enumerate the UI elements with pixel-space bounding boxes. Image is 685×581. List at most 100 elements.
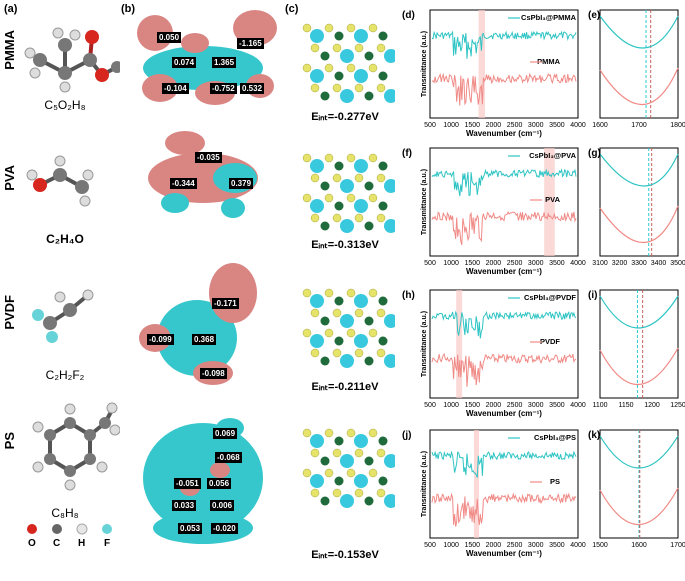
formula-pva: C₂H₄O — [46, 232, 84, 246]
iodine-atom — [368, 428, 378, 438]
x-tick-label: 2000 — [486, 122, 502, 129]
eint-ps: Eᵢₙₜ=-0.153eV — [311, 549, 379, 561]
x-tick-label: 1250 — [670, 402, 685, 409]
x-tick-label: 500 — [424, 122, 436, 129]
charge-label: 0.074 — [172, 57, 197, 68]
x-axis-label: Wavenumber (cm⁻¹) — [466, 129, 542, 138]
x-tick-label: 1500 — [464, 542, 480, 549]
legend-composite: CsPbI₃@PVA — [529, 151, 576, 160]
iodine-atom — [346, 63, 356, 73]
iodine-atom — [376, 488, 386, 498]
charge-label: 0.006 — [210, 500, 235, 511]
lead-atom — [334, 476, 344, 486]
iodine-atom — [332, 448, 342, 458]
molecule-structures — [24, 27, 120, 491]
highlight-band — [544, 148, 555, 256]
iodine-atom — [302, 468, 312, 478]
x-tick-label: 3000 — [528, 122, 544, 129]
y-axis-label: Transmittance (a.u.) — [421, 451, 428, 517]
cesium-atom — [354, 334, 368, 348]
x-tick-label: 1700 — [670, 542, 685, 549]
row-label-ps: PS — [2, 432, 17, 450]
charge-label: -0.098 — [200, 368, 227, 379]
lead-atom — [334, 31, 344, 41]
charge-label: 0.033 — [172, 500, 197, 511]
iodine-atom — [376, 43, 386, 53]
x-axis-label: Wavenumber (cm⁻¹) — [466, 549, 542, 558]
x-tick-label: 1200 — [644, 402, 660, 409]
spectrum-line — [431, 30, 577, 59]
lead-atom — [364, 496, 374, 506]
cesium-atom — [384, 49, 395, 63]
eint-pva: Eᵢₙₜ=-0.313eV — [311, 239, 379, 251]
lead-atom — [378, 161, 388, 171]
pvdf-molecule — [32, 289, 94, 343]
iodine-atom — [368, 193, 378, 203]
lead-atom — [364, 221, 374, 231]
iodine-atom — [302, 23, 312, 33]
iodine-atom — [346, 288, 356, 298]
zoom-line-polymer — [599, 487, 679, 526]
x-tick-label: 1100 — [592, 402, 607, 409]
panel-label: (k) — [588, 430, 600, 441]
cesium-atom — [310, 474, 324, 488]
iodine-atom — [332, 173, 342, 183]
iodine-atom — [376, 213, 386, 223]
formula-ps: C₈H₈ — [51, 506, 79, 520]
cesium-atom — [340, 89, 354, 103]
charge-label: -0.068 — [215, 452, 242, 463]
charge-density-pva — [148, 131, 258, 218]
cesium-atom — [340, 314, 354, 328]
iodine-atom — [302, 328, 312, 338]
iodine-atom — [310, 213, 320, 223]
atom-legend: O C H F — [24, 522, 119, 552]
plot-frame — [599, 147, 679, 257]
formula-pvdf: C₂H₂F₂ — [45, 368, 85, 382]
eint-pvdf: Eᵢₙₜ=-0.211eV — [311, 381, 379, 393]
panel-label: (e) — [588, 10, 600, 21]
cesium-atom — [340, 179, 354, 193]
zoom-line-polymer — [599, 205, 679, 244]
charge-label: -0.051 — [174, 478, 201, 489]
lead-atom — [378, 201, 388, 211]
highlight-band — [473, 430, 480, 538]
charge-label: 0.532 — [240, 83, 265, 94]
x-tick-label: 4000 — [570, 542, 586, 549]
x-tick-label: 3500 — [549, 542, 565, 549]
panel-label-b: (b) — [121, 3, 136, 15]
iodine-atom — [376, 173, 386, 183]
lead-atom — [334, 71, 344, 81]
charge-label: -0.171 — [212, 298, 239, 309]
plot-frame — [599, 289, 679, 399]
cesium-atom — [340, 354, 354, 368]
iodine-atom — [368, 288, 378, 298]
lead-atom — [334, 436, 344, 446]
zoom-line-composite — [599, 153, 679, 187]
x-tick-label: 3000 — [528, 260, 544, 267]
iodine-atom — [354, 448, 364, 458]
x-tick-label: 1500 — [464, 260, 480, 267]
x-tick-label: 4000 — [570, 122, 586, 129]
x-tick-label: 3500 — [549, 260, 565, 267]
cesium-atom — [354, 199, 368, 213]
lead-atom — [334, 201, 344, 211]
legend-polymer: PMMA — [537, 57, 560, 66]
spectrum-line — [431, 72, 577, 106]
legend-c: C — [53, 538, 61, 549]
lead-atom — [320, 181, 330, 191]
iodine-atom — [310, 308, 320, 318]
x-tick-label: 500 — [424, 402, 436, 409]
charge-label: 0.053 — [178, 523, 203, 534]
lead-atom — [364, 356, 374, 366]
charge-density-ps — [143, 418, 263, 544]
x-tick-label: 3000 — [528, 402, 544, 409]
iodine-atom — [376, 83, 386, 93]
legend-composite: CsPbI₃@PMMA — [521, 13, 577, 22]
iodine-atom — [310, 43, 320, 53]
iodine-atom — [310, 173, 320, 183]
cesium-atom — [340, 454, 354, 468]
cesium-atom — [354, 474, 368, 488]
iodine-atom — [324, 468, 334, 478]
lead-atom — [320, 51, 330, 61]
